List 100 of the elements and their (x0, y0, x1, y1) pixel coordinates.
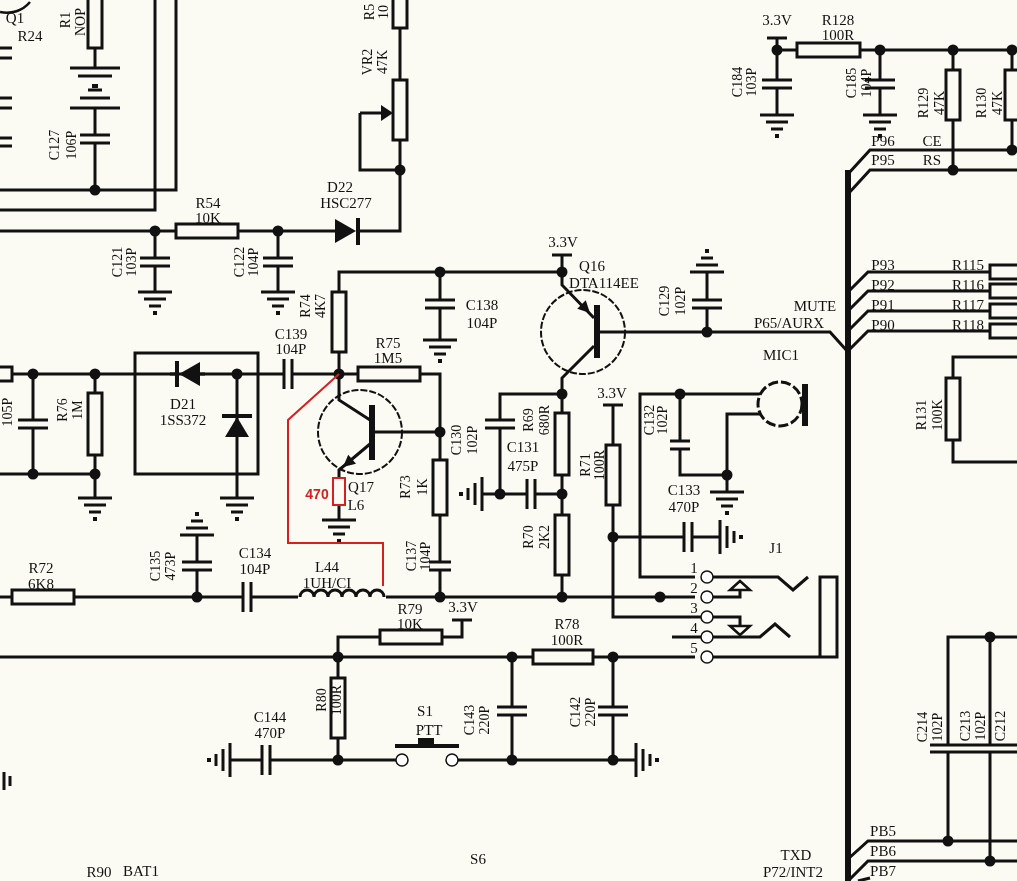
pin-number: 6K8 (28, 576, 54, 592)
component-value: 10K (195, 210, 221, 226)
component-designator: C121 (111, 246, 125, 278)
component-designator: C214 (916, 711, 930, 743)
net-label: P95 (871, 152, 895, 168)
net-label: P65/AURX (754, 315, 824, 331)
net-label: MUTE (793, 298, 837, 314)
component-designator: C134 (238, 545, 272, 561)
component-value: 102P (656, 405, 670, 435)
component-value: 47K (991, 90, 1005, 116)
component-designator: C144 (253, 709, 287, 725)
net-label: RS (922, 152, 942, 168)
net-label: P72/INT2 (763, 864, 823, 880)
component-value: 103P (125, 247, 139, 277)
component-designator: C130 (450, 424, 464, 456)
component-value: 104P (275, 341, 307, 357)
component-designator: C132 (643, 404, 657, 436)
component-designator: J1 (769, 540, 783, 556)
component-designator: R74 (299, 294, 313, 318)
component-designator: R117 (952, 297, 984, 313)
net-label: P96 (871, 133, 895, 149)
net-label: P91 (871, 297, 895, 313)
component-designator: D21 (170, 396, 196, 412)
component-value: 10K (397, 616, 423, 632)
component-value: 103P (745, 67, 759, 97)
component-designator: L44 (314, 559, 340, 575)
component-designator: R24 (17, 28, 43, 44)
component-designator: C135 (149, 550, 163, 582)
component-designator: BAT1 (123, 863, 159, 879)
net-label: 3.3V (762, 12, 792, 28)
component-value: 47K (376, 49, 390, 75)
component-value: 102P (466, 425, 480, 455)
component-value: 220P (478, 705, 492, 735)
component-value: 104P (247, 247, 261, 277)
component-value: 1UH/CI (302, 575, 352, 591)
component-value: 105P (1, 397, 15, 427)
component-designator: C212 (994, 710, 1008, 742)
net-label: TXD (780, 847, 812, 863)
component-designator: C133 (667, 482, 701, 498)
component-designator: R73 (399, 475, 413, 499)
component-value: 470P (668, 499, 700, 515)
net-label: P90 (871, 317, 895, 333)
component-designator: R115 (952, 257, 984, 273)
component-value: 102P (931, 712, 945, 742)
component-value: 104P (239, 561, 271, 577)
pin-number: 1 (690, 560, 698, 576)
component-designator: R76 (56, 398, 70, 422)
component-designator: R5 (363, 3, 377, 21)
pin-number: R72 (28, 560, 54, 576)
net-label: CE (922, 133, 942, 149)
component-value: 104P (466, 315, 498, 331)
component-designator: R75 (375, 335, 401, 351)
component-designator: R128 (821, 12, 855, 28)
net-label: 3.3V (548, 234, 578, 250)
component-designator: C143 (463, 704, 477, 736)
component-designator: S6 (470, 851, 486, 867)
component-value: 4 (690, 620, 698, 636)
component-value: 473P (164, 551, 178, 581)
component-value: 1M5 (373, 350, 403, 366)
component-designator: VR2 (361, 48, 375, 76)
component-designator: R131 (915, 399, 929, 431)
component-designator: R78 (554, 616, 580, 632)
component-designator: R70 (522, 525, 536, 549)
component-designator: MIC1 (763, 347, 799, 363)
component-value: 3 (690, 600, 698, 616)
component-value: 1M (71, 400, 85, 420)
component-designator: HSC277 (320, 195, 372, 211)
component-value: 470 (305, 487, 329, 501)
component-designator: R54 (195, 195, 221, 211)
component-value: 2 (690, 580, 698, 596)
component-designator: C139 (274, 326, 308, 342)
component-designator: C185 (845, 67, 859, 99)
component-value: 100R (593, 449, 607, 481)
component-designator: C142 (569, 696, 583, 728)
component-designator: C184 (731, 66, 745, 98)
component-value: 47K (933, 90, 947, 116)
net-label: PB5 (870, 823, 896, 839)
component-value: 106P (65, 130, 79, 160)
component-designator: R116 (952, 277, 984, 293)
component-value: DTA114EE (569, 275, 639, 291)
component-value: 1K (416, 478, 430, 496)
component-value: 680R (538, 404, 552, 436)
component-value: 100K (931, 399, 945, 431)
component-value: 100R (821, 27, 855, 43)
component-designator: Q1 (5, 10, 25, 26)
component-value: 102P (974, 711, 988, 741)
component-value: 470P (254, 725, 286, 741)
component-designator: R71 (579, 453, 593, 477)
component-designator: S1 (417, 703, 433, 719)
component-designator: Q17 (348, 479, 374, 495)
net-label: 3.3V (448, 599, 478, 615)
component-value: 4K7 (314, 293, 328, 319)
component-designator: C213 (959, 710, 973, 742)
component-designator: C122 (233, 246, 247, 278)
component-designator: R1 (59, 11, 73, 29)
component-designator: R129 (917, 87, 931, 119)
component-value: 10 (377, 5, 391, 19)
component-designator: C131 (506, 439, 540, 455)
component-designator: R90 (86, 864, 112, 880)
component-designator: R79 (397, 601, 423, 617)
